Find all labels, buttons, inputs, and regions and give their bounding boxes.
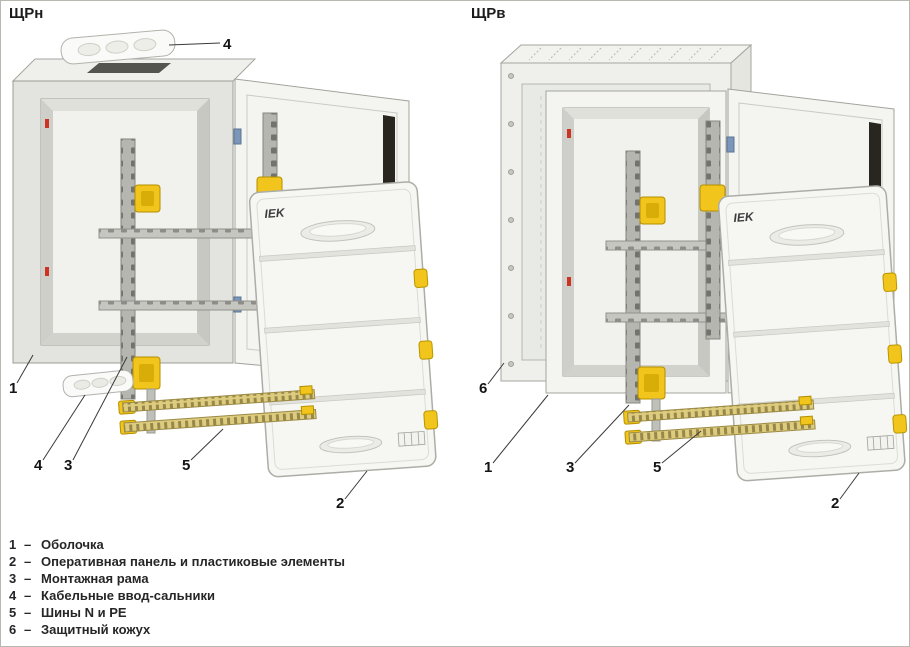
callout-cover: 6 (479, 380, 487, 397)
legend: 1 – Оболочка 2 – Оперативная панель и пл… (9, 536, 345, 638)
seal-mark (567, 129, 571, 138)
seal-mark (45, 119, 49, 128)
legend-item-number: 5 (9, 605, 17, 620)
left-diagram-title: ЩРн (9, 5, 44, 22)
mounting-frame (98, 138, 260, 434)
callout-enclosure-right: 1 (484, 459, 492, 476)
leader-lines-right (487, 362, 860, 500)
callout-top-gland: 4 (223, 36, 232, 53)
legend-item-label: Шины N и PE (41, 605, 127, 620)
legend-item-label: Оперативная панель и пластиковые элемент… (41, 554, 345, 569)
door-hinge (726, 136, 735, 153)
busbars (118, 385, 317, 435)
legend-separator: – (24, 588, 32, 603)
callout-frame-right: 3 (566, 459, 574, 476)
cable-gland-plate-top (60, 29, 176, 65)
legend-item: 6 – Защитный кожух (9, 621, 345, 638)
callout-panel: 2 (336, 495, 344, 512)
cable-gland-plate-bottom (62, 369, 134, 398)
legend-item: 5 – Шины N и PE (9, 604, 345, 621)
seal-mark (45, 267, 49, 276)
legend-separator: – (24, 605, 32, 620)
callout-bottom-gland: 4 (34, 457, 43, 474)
callout-enclosure: 1 (9, 380, 17, 397)
mounting-frame-right (605, 120, 765, 442)
busbars-right (623, 395, 816, 445)
legend-item: 2 – Оперативная панель и пластиковые эле… (9, 553, 345, 570)
legend-item-number: 6 (9, 622, 17, 637)
operative-panel (248, 180, 442, 479)
callout-busbars: 5 (182, 457, 190, 474)
legend-item-number: 2 (9, 554, 17, 569)
legend-separator: – (24, 537, 32, 552)
legend-item: 4 – Кабельные ввод-сальники (9, 587, 345, 604)
right-diagram-title: ЩРв (471, 5, 506, 22)
callout-busbars-right: 5 (653, 459, 661, 476)
legend-item-number: 1 (9, 537, 17, 552)
right-diagram: 6 1 3 5 2 (479, 43, 909, 512)
legend-separator: – (24, 571, 32, 586)
legend-item-label: Оболочка (41, 537, 104, 552)
operative-panel-right (717, 184, 909, 483)
legend-item-label: Монтажная рама (41, 571, 149, 586)
legend-item-number: 4 (9, 588, 17, 603)
top-cable-slot (87, 63, 171, 73)
legend-item: 3 – Монтажная рама (9, 570, 345, 587)
exploded-view-drawing: IEK (9, 29, 909, 512)
seal-mark (567, 277, 571, 286)
callout-panel-right: 2 (831, 495, 839, 512)
legend-item: 1 – Оболочка (9, 536, 345, 553)
leader-lines-left (16, 42, 368, 500)
door-hinge (233, 128, 242, 145)
legend-item-number: 3 (9, 571, 17, 586)
legend-separator: – (24, 554, 32, 569)
legend-separator: – (24, 622, 32, 637)
left-diagram: 4 1 4 3 5 2 (9, 29, 442, 512)
callout-frame: 3 (64, 457, 72, 474)
legend-item-label: Кабельные ввод-сальники (41, 588, 216, 603)
legend-item-label: Защитный кожух (41, 622, 151, 637)
